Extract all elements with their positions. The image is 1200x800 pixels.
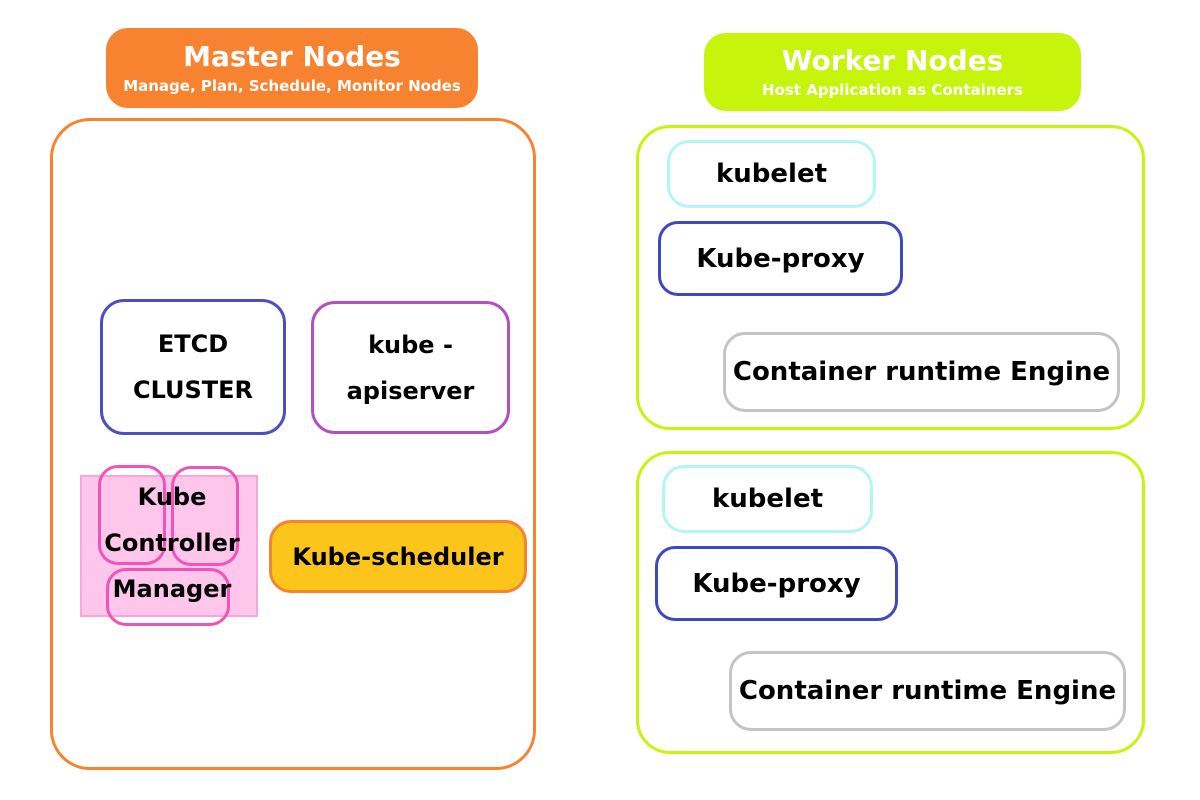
scheduler-label: Kube-scheduler: [292, 542, 504, 571]
container-runtime-label: Container runtime Engine: [738, 676, 1117, 706]
controller-manager-label: Kube Controller Manager: [96, 474, 248, 612]
apiserver-label-line1: kube -: [368, 330, 453, 359]
kubelet-box: kubelet: [667, 140, 876, 208]
controller-manager-outline-bottom: [106, 568, 230, 626]
kubelet-box: kubelet: [662, 465, 873, 533]
etcd-cluster-box: ETCD CLUSTER: [100, 299, 286, 435]
apiserver-label-line2: apiserver: [346, 376, 475, 405]
kube-proxy-label: Kube-proxy: [696, 243, 865, 274]
kubelet-label: kubelet: [715, 159, 828, 189]
container-runtime-box: Container runtime Engine: [723, 332, 1120, 412]
container-runtime-label: Container runtime Engine: [732, 357, 1111, 387]
kube-proxy-box: Kube-proxy: [658, 221, 903, 296]
controller-manager-outline-right: [171, 466, 239, 566]
master-nodes-subtitle: Manage, Plan, Schedule, Monitor Nodes: [123, 77, 461, 95]
kube-proxy-label: Kube-proxy: [692, 568, 861, 599]
kube-apiserver-box: kube - apiserver: [311, 301, 510, 434]
worker-node-container: [636, 125, 1145, 430]
controller-manager-line3: Manager: [112, 575, 232, 603]
worker-node-container: [636, 451, 1145, 754]
master-node-container: [50, 118, 536, 770]
kube-proxy-box: Kube-proxy: [655, 546, 898, 621]
master-nodes-title: Master Nodes: [183, 40, 401, 73]
container-runtime-box: Container runtime Engine: [729, 651, 1126, 731]
controller-manager-outline-left: [98, 465, 166, 565]
etcd-label-line2: CLUSTER: [132, 376, 254, 404]
worker-nodes-header: Worker Nodes Host Application as Contain…: [704, 33, 1081, 111]
etcd-label-line1: ETCD: [157, 330, 229, 358]
worker-nodes-title: Worker Nodes: [781, 44, 1004, 77]
controller-manager-line2: Controller: [104, 529, 240, 557]
controller-manager-line1: Kube: [137, 483, 207, 511]
kubelet-label: kubelet: [711, 484, 824, 514]
worker-nodes-subtitle: Host Application as Containers: [762, 81, 1023, 99]
master-nodes-header: Master Nodes Manage, Plan, Schedule, Mon…: [106, 28, 478, 108]
kube-scheduler-box: Kube-scheduler: [269, 520, 527, 593]
